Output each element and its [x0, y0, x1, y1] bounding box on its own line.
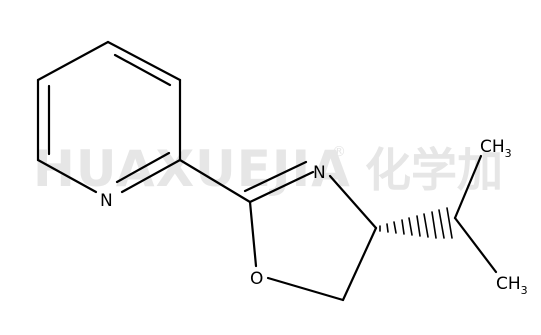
watermark-registered: ®	[332, 144, 346, 160]
atom-oxazoline-n: N	[313, 163, 326, 183]
bond-py-c3-c4-inner	[113, 53, 172, 87]
bond-ipr-ch3-bottom	[453, 216, 498, 274]
bond-py-c2-n-inner	[115, 151, 171, 184]
bond-ox-c2-n	[248, 170, 315, 204]
bond-py-n-c6	[36, 158, 98, 194]
bond-ipr-ch3-top	[453, 154, 483, 220]
atom-pyridine-n: N	[100, 191, 113, 211]
bond-py-c5-c4	[36, 40, 110, 82]
bond-ox-o-c2	[248, 200, 258, 268]
pyridine-ring	[36, 40, 182, 194]
bond-ox-c2-n-inner	[243, 160, 308, 193]
bond-py-c2-n	[120, 158, 182, 194]
watermark-chinese: 化学加	[365, 143, 503, 197]
oxazoline-ring	[243, 160, 378, 302]
bond-ox-c4-c5	[341, 226, 378, 302]
bond-linker	[178, 158, 252, 204]
bond-ox-n-c4	[328, 174, 378, 230]
watermark-latin: HUAXUEJIA	[33, 140, 351, 198]
watermark: HUAXUEJIA ® 化学加	[33, 140, 503, 198]
atom-oxazoline-o: O	[250, 269, 263, 289]
atom-methyl-bottom: CH3	[496, 274, 528, 297]
stereo-hashed-wedge	[379, 207, 453, 239]
atom-methyl-top: CH3	[480, 137, 512, 160]
bond-py-c3-c4	[106, 40, 182, 82]
bond-ox-c5-o	[266, 276, 345, 302]
